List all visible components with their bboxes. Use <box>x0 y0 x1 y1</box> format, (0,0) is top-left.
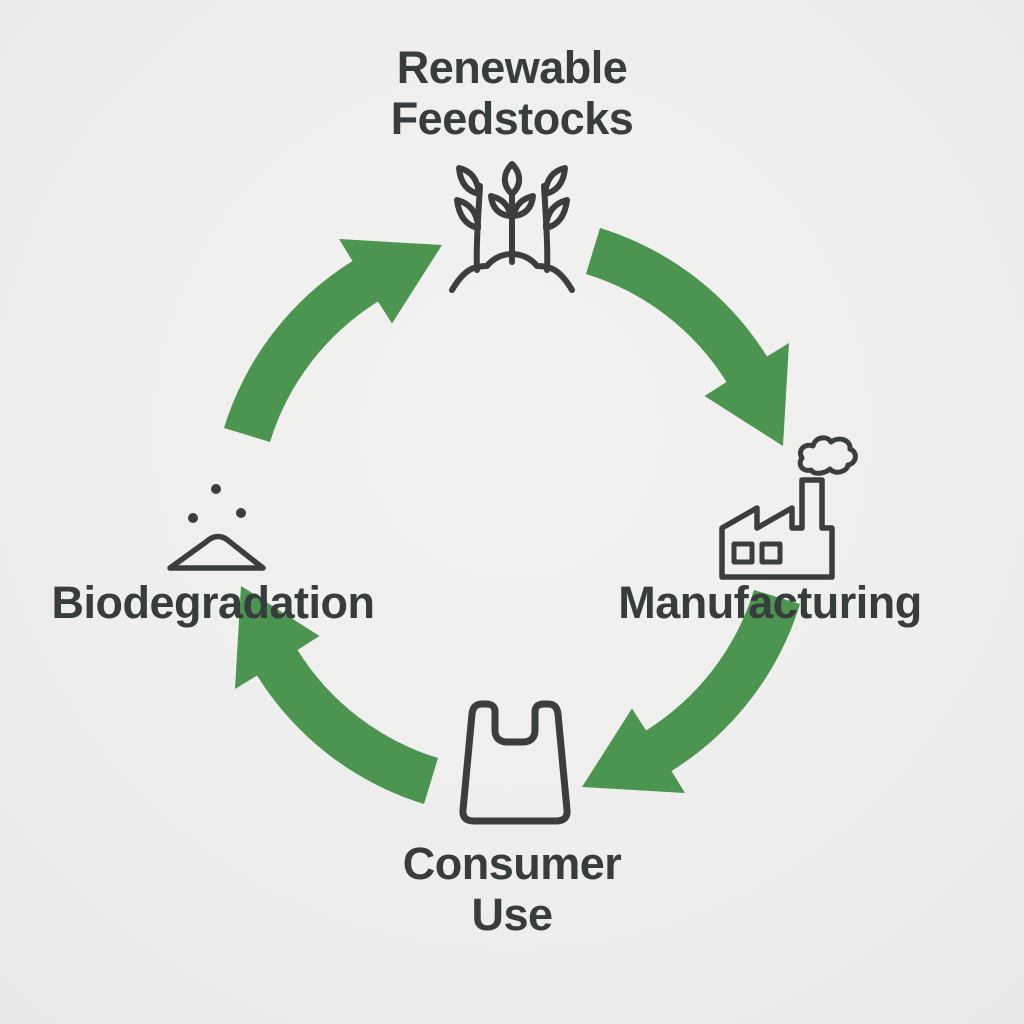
label-manufacturing: Manufacturing <box>570 577 970 628</box>
plant-sprouts-icon <box>449 161 575 293</box>
factory-icon <box>719 435 858 580</box>
label-line: Manufacturing <box>618 577 922 628</box>
label-line: Use <box>471 889 553 941</box>
arrow-renewable-to-manufacturing <box>586 228 789 446</box>
label-biodegradation: Biodegradation <box>13 577 413 628</box>
label-line: Feedstocks <box>390 93 634 145</box>
arrow-biodegradation-to-renewable <box>224 239 442 442</box>
label-line: Renewable <box>396 42 628 93</box>
shopping-bag-icon <box>459 700 571 825</box>
label-line: Biodegradation <box>51 577 375 628</box>
label-renewable-feedstocks: Renewable Feedstocks <box>0 42 1024 145</box>
compost-pile-icon <box>167 484 266 571</box>
label-consumer-use: Consumer Use <box>0 838 1024 941</box>
label-line: Consumer <box>402 838 622 889</box>
